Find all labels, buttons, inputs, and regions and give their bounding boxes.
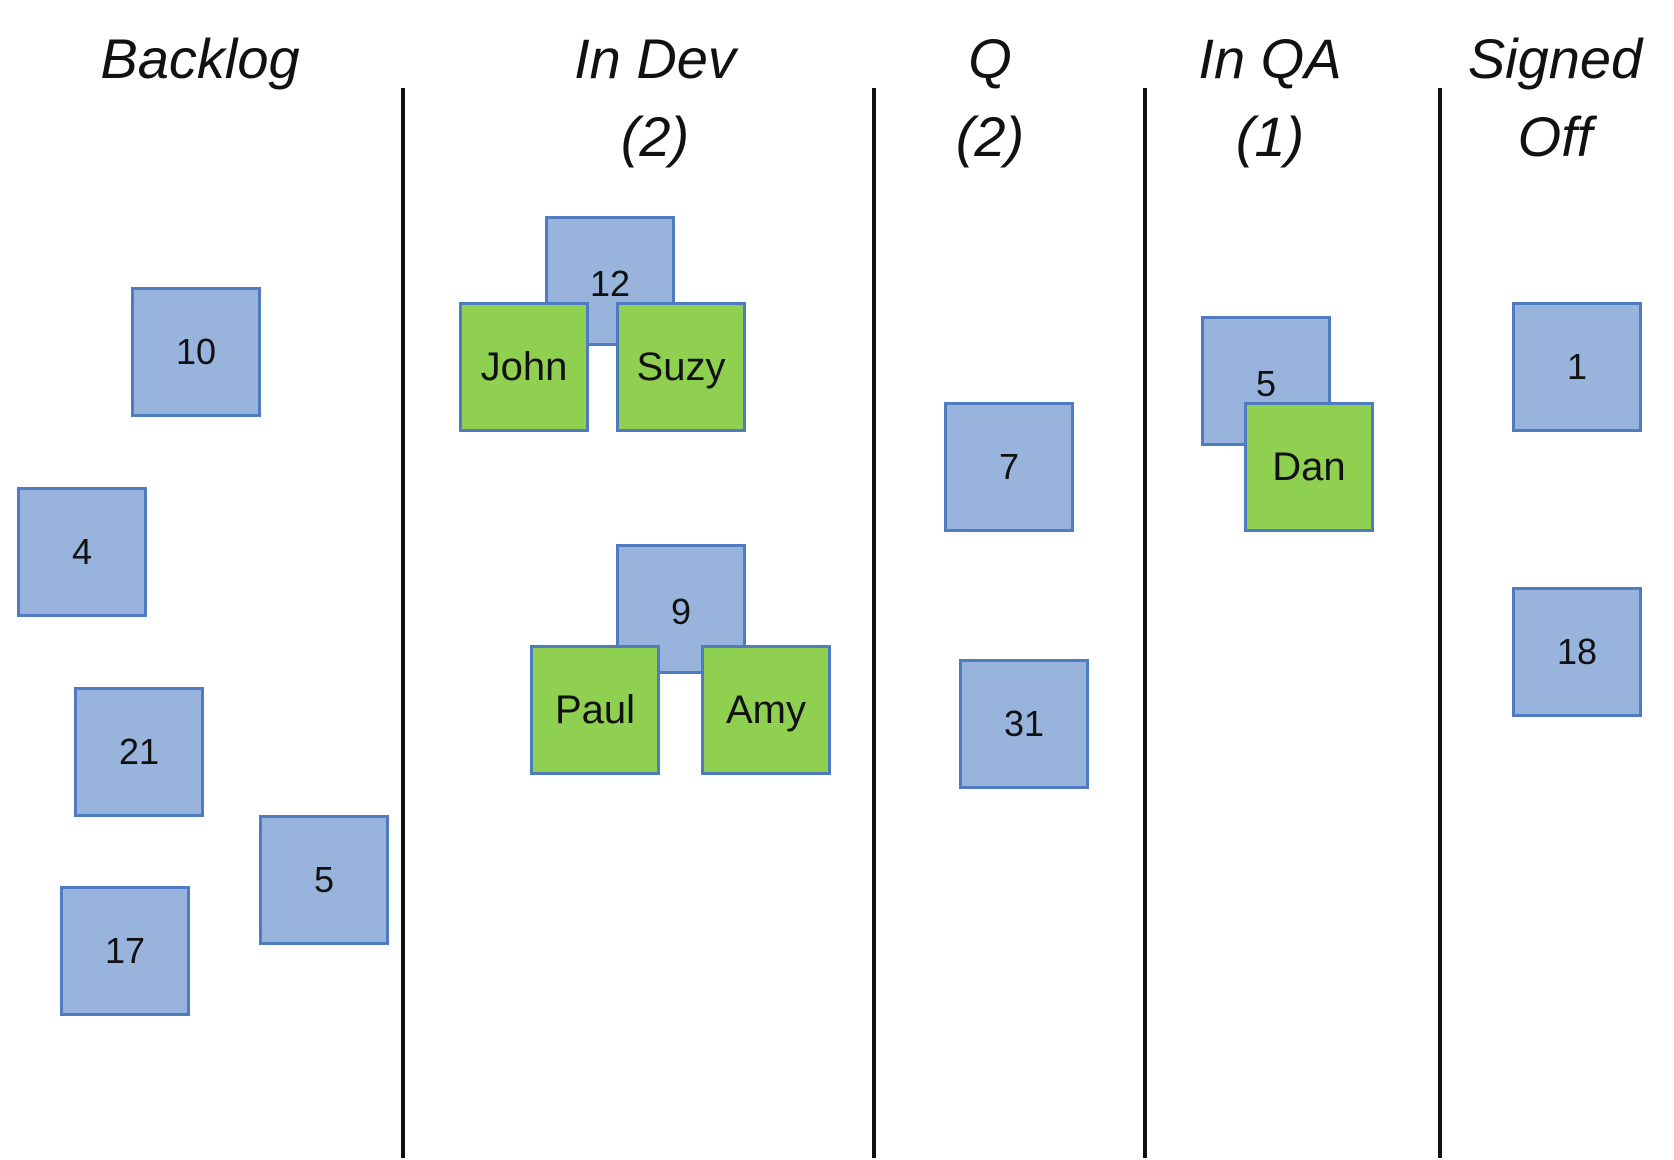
column-header-signed-off: Signed Off	[1435, 20, 1674, 176]
story-card[interactable]: 7	[944, 402, 1074, 532]
tester-card[interactable]: Dan	[1244, 402, 1374, 532]
column-title: Q	[968, 27, 1012, 90]
developer-card[interactable]: Suzy	[616, 302, 746, 432]
column-header-backlog: Backlog	[60, 20, 340, 98]
column-header-q: Q (2)	[890, 20, 1090, 176]
developer-card[interactable]: John	[459, 302, 589, 432]
story-card[interactable]: 4	[17, 487, 147, 617]
story-card[interactable]: 5	[259, 815, 389, 945]
developer-card[interactable]: Amy	[701, 645, 831, 775]
column-wip-count: (2)	[620, 105, 690, 168]
column-wip-count: (2)	[955, 105, 1025, 168]
column-title: Backlog	[100, 27, 300, 90]
story-card[interactable]: 1	[1512, 302, 1642, 432]
column-divider	[1143, 88, 1147, 1158]
story-card[interactable]: 10	[131, 287, 261, 417]
story-card[interactable]: 21	[74, 687, 204, 817]
developer-card[interactable]: Paul	[530, 645, 660, 775]
column-divider	[872, 88, 876, 1158]
column-wip-count: (1)	[1235, 105, 1305, 168]
column-divider	[1438, 88, 1442, 1158]
story-card[interactable]: 31	[959, 659, 1089, 789]
column-header-in-qa: In QA (1)	[1150, 20, 1390, 176]
story-card[interactable]: 18	[1512, 587, 1642, 717]
column-title: Signed	[1467, 27, 1643, 90]
column-title: In QA	[1198, 27, 1342, 90]
column-header-in-dev: In Dev (2)	[505, 20, 805, 176]
column-title: In Dev	[574, 27, 736, 90]
column-divider	[401, 88, 405, 1158]
column-title-line-2: Off	[1517, 105, 1593, 168]
story-card[interactable]: 17	[60, 886, 190, 1016]
